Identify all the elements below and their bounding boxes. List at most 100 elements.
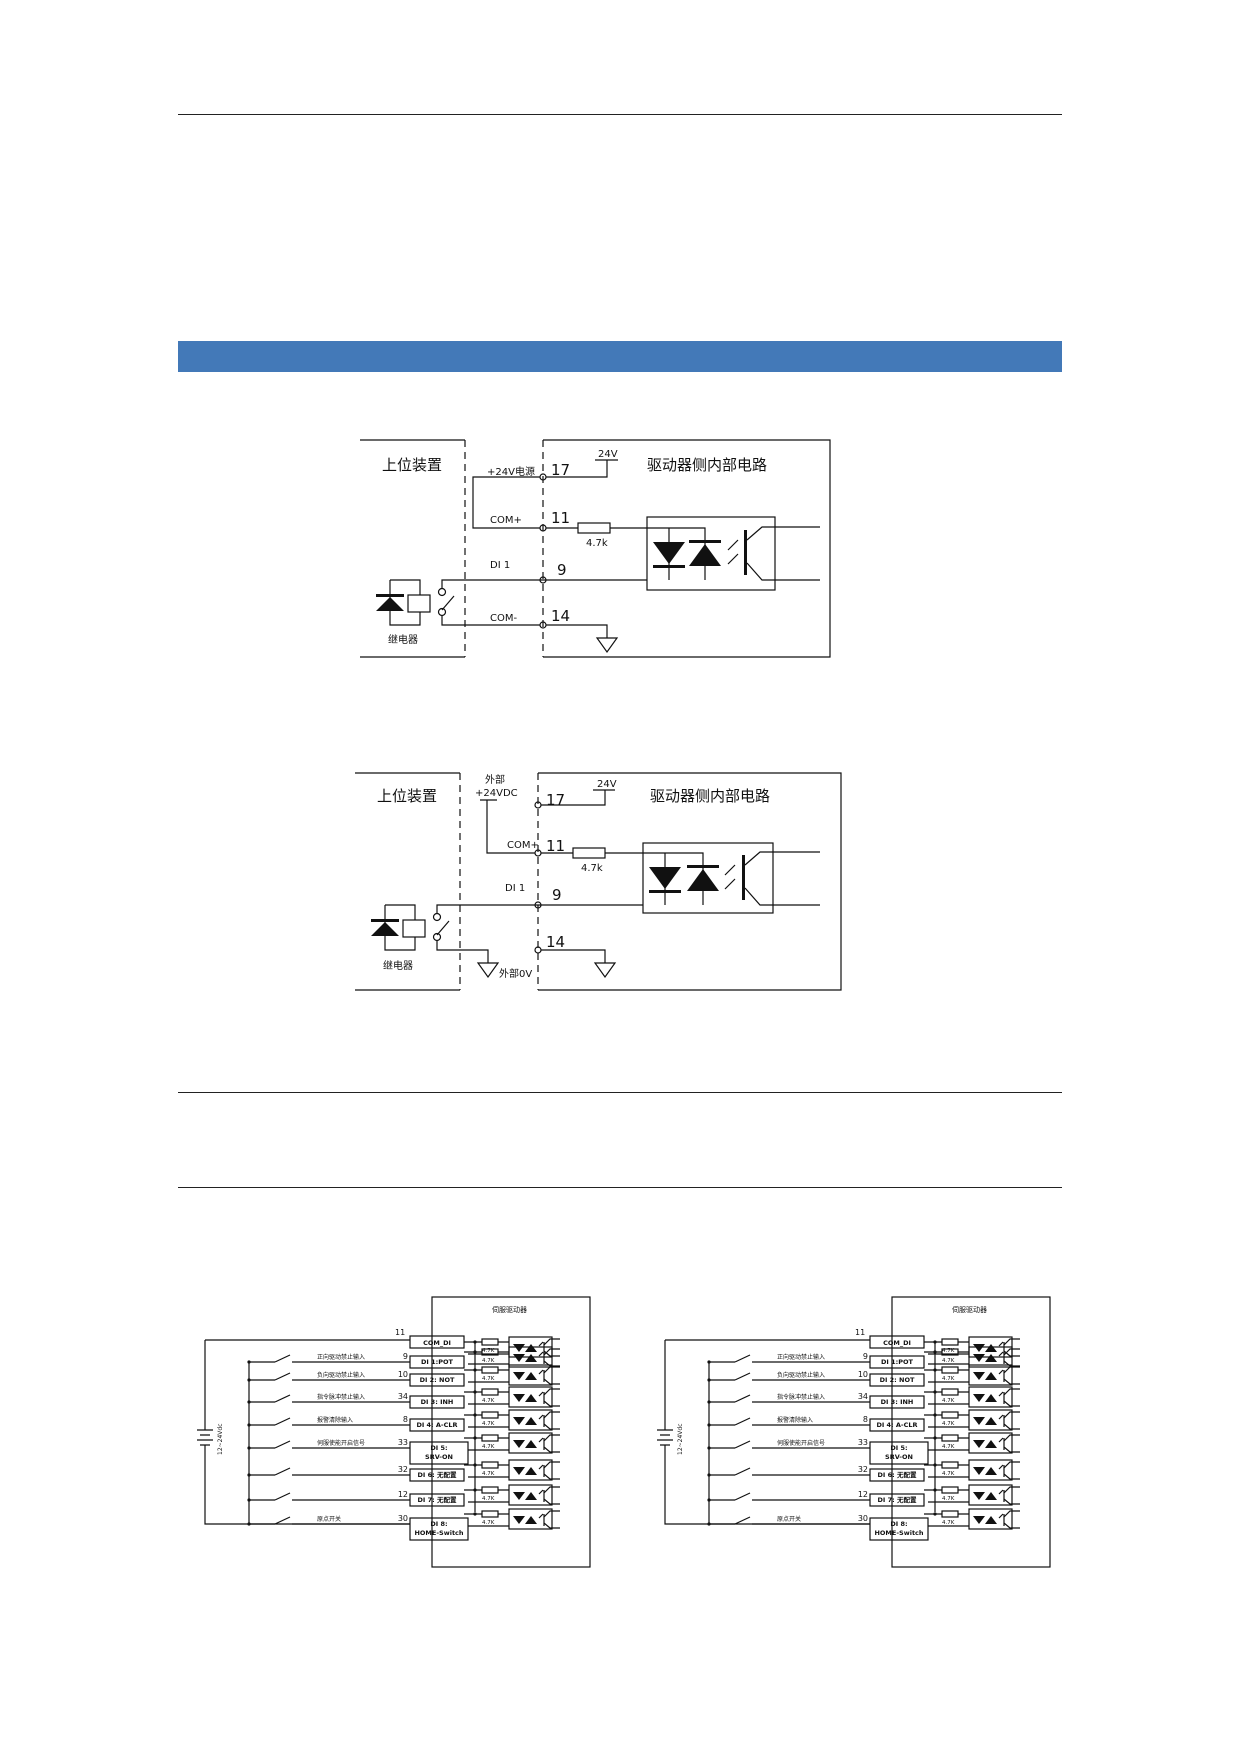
switch-icon (734, 1394, 751, 1403)
v24-label: 24V (598, 449, 618, 460)
diode-icon (973, 1492, 997, 1500)
resistor-icon (481, 1388, 499, 1396)
com-pin: 11 (855, 1328, 865, 1337)
phototransistor-icon (998, 1461, 1020, 1480)
pin-number: 33 (398, 1438, 408, 1447)
phototransistor-icon (538, 1411, 560, 1430)
driver-box (431, 1296, 591, 1568)
resistor-icon (481, 1486, 499, 1494)
resistor-icon (941, 1388, 959, 1396)
input-description: 负向驱动禁止输入 (777, 1371, 825, 1379)
internal-wire (924, 1489, 969, 1503)
diode-icon (973, 1440, 997, 1448)
switch-icon (734, 1440, 751, 1449)
phototransistor-icon (538, 1348, 560, 1367)
optocoupler-icon (508, 1409, 553, 1431)
com-plus-label: COM+ (507, 840, 539, 851)
input-description: 原点开关 (317, 1515, 341, 1523)
di-name: DI 4: A-CLR (416, 1421, 457, 1429)
diode-icon (513, 1344, 537, 1352)
di-box (869, 1373, 925, 1387)
internal-wire (924, 1391, 969, 1405)
relay-label: 继电器 (388, 633, 418, 646)
ground-icon (593, 962, 617, 979)
battery-icon (197, 1429, 213, 1446)
resistor-icon (481, 1366, 499, 1374)
switch-icon (274, 1516, 291, 1525)
internal-wire (924, 1414, 969, 1428)
resistor-icon (941, 1411, 959, 1419)
resistor-icon (941, 1461, 959, 1469)
diode-icon (973, 1467, 997, 1475)
junction-dot (707, 1423, 711, 1427)
ext-0v-label: 外部0V (499, 967, 532, 980)
com-minus-label: COM- (490, 613, 517, 624)
supply-label: 12~24Vdc (217, 1423, 224, 1455)
di-box (409, 1493, 465, 1507)
internal-wire (464, 1351, 509, 1365)
input-description: 指令脉冲禁止输入 (317, 1393, 365, 1401)
diode-icon (973, 1516, 997, 1524)
resistor-label: 4.7K (942, 1471, 955, 1477)
di-name: SRV-ON (885, 1453, 913, 1461)
phototransistor-icon (538, 1338, 560, 1357)
pin-17: 17 (551, 461, 570, 479)
resistor-icon (481, 1461, 499, 1469)
internal-wire (464, 1437, 509, 1451)
internal-wire (924, 1464, 969, 1478)
di-box (869, 1418, 925, 1432)
di-box (409, 1373, 465, 1387)
di-box (869, 1395, 925, 1409)
pin-number: 32 (398, 1465, 408, 1474)
input-description: 原点开关 (777, 1515, 801, 1523)
resistor-label: 4.7K (482, 1398, 495, 1404)
section-rule (178, 1187, 1062, 1188)
ext-supply-label-2: +24VDC (475, 788, 518, 799)
v24-label: 24V (597, 779, 617, 790)
input-description: 正向驱动禁止输入 (777, 1353, 825, 1361)
resistor-icon (481, 1338, 499, 1346)
input-description: 正向驱动禁止输入 (317, 1353, 365, 1361)
com-pin: 11 (395, 1328, 405, 1337)
diode-icon (513, 1354, 537, 1362)
junction-dot (247, 1360, 251, 1364)
diode-icon (687, 869, 719, 891)
junction-dot (707, 1473, 711, 1477)
internal-wire (924, 1369, 969, 1383)
junction-dot (707, 1400, 711, 1404)
npn-wiring-diagram-internal-supply: 上位装置 驱动器侧内部电路 +24V电源 17 24V COM+ 11 4.7k… (360, 439, 831, 658)
input-description: 伺服使能开启信号 (777, 1439, 825, 1447)
diode-icon (513, 1417, 537, 1425)
diode-icon (653, 542, 685, 564)
pin-number: 12 (398, 1490, 408, 1499)
diode-icon (513, 1372, 537, 1380)
supply-label: +24V电源 (487, 465, 535, 478)
phototransistor-icon (742, 855, 745, 900)
resistor-label: 4.7K (482, 1471, 495, 1477)
input-description: 负向驱动禁止输入 (317, 1371, 365, 1379)
switch-icon (274, 1354, 291, 1363)
battery-icon (657, 1429, 673, 1446)
pin-number: 32 (858, 1465, 868, 1474)
driver-title: 伺服驱动器 (492, 1305, 527, 1314)
phototransistor-icon (998, 1510, 1020, 1529)
switch-icon (734, 1354, 751, 1363)
ext-supply-label: 外部 (485, 773, 505, 786)
pin-number: 9 (403, 1352, 408, 1361)
diode-icon (973, 1372, 997, 1380)
pin-17: 17 (546, 791, 565, 809)
resistor-label: 4.7K (942, 1444, 955, 1450)
phototransistor-icon (998, 1434, 1020, 1453)
di-name: HOME-Switch (414, 1529, 463, 1537)
di-name: DI 2: NOT (420, 1376, 455, 1384)
internal-wire (464, 1391, 509, 1405)
junction-dot (707, 1360, 711, 1364)
ground-icon (476, 962, 500, 979)
diode-icon (513, 1492, 537, 1500)
diode-icon (513, 1394, 537, 1402)
di-name: DI 5: (890, 1444, 907, 1452)
internal-wire (464, 1341, 509, 1355)
diode-icon (973, 1417, 997, 1425)
relay-icon (376, 579, 431, 626)
input-description: 指令脉冲禁止输入 (777, 1393, 825, 1401)
